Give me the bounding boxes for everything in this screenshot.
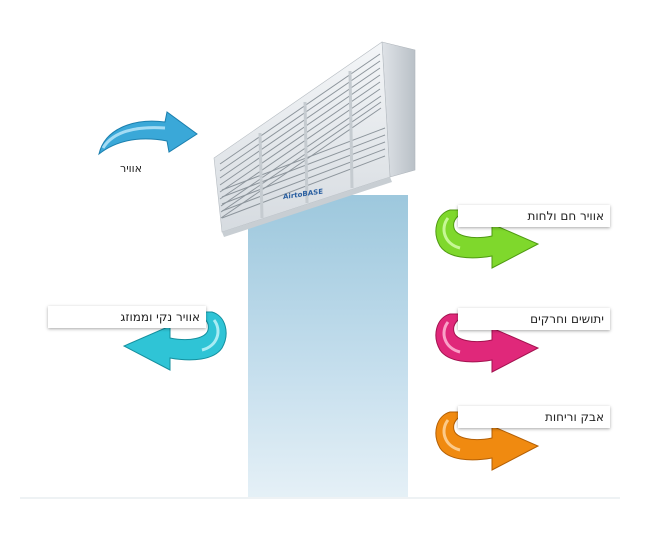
clean-air-label: אוויר נקי וממוזג (48, 306, 206, 328)
dust-label: אבק וריחות (458, 406, 610, 428)
intake-air-label: אוויר (120, 162, 143, 175)
floor-line (20, 497, 620, 499)
insects-arrow (435, 313, 540, 373)
intake-air-arrow (98, 111, 198, 156)
insects-label: יתושים וחרקים (458, 308, 610, 330)
air-curtain-unit (213, 41, 416, 237)
clean-air-arrow (122, 311, 227, 371)
dust-arrow (435, 411, 540, 471)
humid-air-label: אוויר חם ולחות (458, 205, 610, 227)
humid-air-arrow (435, 209, 540, 269)
air-curtain-stream (248, 195, 408, 497)
